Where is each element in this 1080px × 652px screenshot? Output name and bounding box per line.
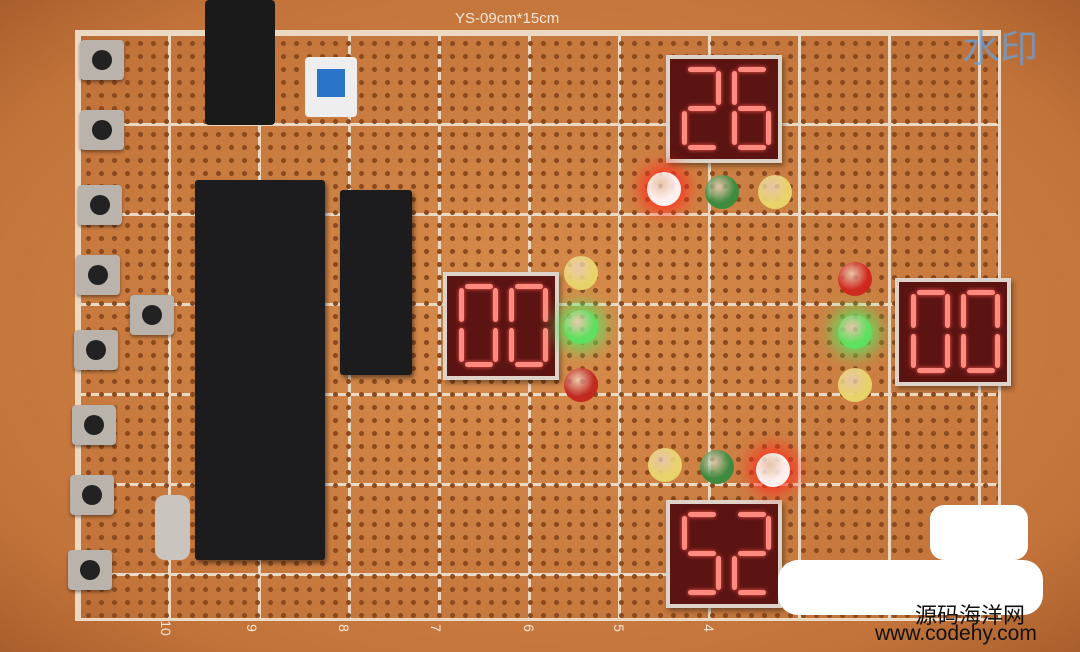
display-segment <box>738 145 766 150</box>
display-segment <box>766 111 771 145</box>
power-switch[interactable] <box>305 57 357 117</box>
display-segment <box>543 328 548 362</box>
display-segment <box>738 590 766 595</box>
display-right <box>895 278 1011 386</box>
column-number: 8 <box>335 624 352 632</box>
display-segment <box>688 145 716 150</box>
push-button[interactable] <box>68 550 112 590</box>
display-segment <box>738 551 766 556</box>
display-segment <box>917 368 945 373</box>
display-segment <box>493 328 498 362</box>
reset-button[interactable] <box>130 295 174 335</box>
led-top <box>758 175 792 209</box>
push-button[interactable] <box>70 475 114 515</box>
display-segment <box>945 294 950 328</box>
led-left <box>564 310 598 344</box>
watermark-corner: 水印 <box>962 29 1039 71</box>
microcontroller-chip <box>195 180 325 560</box>
display-segment <box>738 512 766 517</box>
push-button[interactable] <box>74 330 118 370</box>
power-jack <box>205 0 275 125</box>
display-left <box>443 272 559 380</box>
column-number: 6 <box>520 624 537 632</box>
display-segment <box>961 334 966 368</box>
display-segment <box>967 368 995 373</box>
display-segment <box>465 362 493 367</box>
led-bottom <box>648 448 682 482</box>
display-segment <box>509 328 514 362</box>
display-segment <box>716 71 721 105</box>
display-segment <box>682 111 687 145</box>
display-top <box>666 55 782 163</box>
redaction-patch <box>778 560 1043 615</box>
display-segment <box>911 294 916 328</box>
display-segment <box>459 288 464 322</box>
column-number: 7 <box>427 624 444 632</box>
display-segment <box>732 556 737 590</box>
led-bottom <box>700 450 734 484</box>
led-right <box>838 368 872 402</box>
redaction-patch <box>930 505 1028 560</box>
display-segment <box>682 516 687 550</box>
led-right <box>838 315 872 349</box>
display-segment <box>995 294 1000 328</box>
led-right <box>838 262 872 296</box>
display-segment <box>995 334 1000 368</box>
watermark-site-name: 源码海洋网 <box>915 603 1026 628</box>
display-segment <box>945 334 950 368</box>
display-segment <box>688 106 716 111</box>
watermark-site-url: www.codehy.com <box>875 622 1037 645</box>
display-segment <box>732 71 737 105</box>
push-button[interactable] <box>72 405 116 445</box>
display-segment <box>738 106 766 111</box>
column-number: 9 <box>243 624 260 632</box>
column-number: 4 <box>700 624 717 632</box>
display-segment <box>688 67 716 72</box>
display-segment <box>917 290 945 295</box>
push-button[interactable] <box>76 255 120 295</box>
push-button[interactable] <box>80 110 124 150</box>
column-number: 10 <box>157 620 174 636</box>
display-segment <box>493 288 498 322</box>
column-number: 5 <box>610 624 627 632</box>
display-segment <box>688 512 716 517</box>
display-segment <box>911 334 916 368</box>
display-segment <box>688 551 716 556</box>
push-button[interactable] <box>78 185 122 225</box>
driver-chip <box>340 190 412 375</box>
display-segment <box>738 67 766 72</box>
led-bottom <box>756 453 790 487</box>
display-segment <box>732 111 737 145</box>
display-bottom <box>666 500 782 608</box>
crystal-oscillator <box>155 495 190 560</box>
display-segment <box>961 294 966 328</box>
display-segment <box>543 288 548 322</box>
display-segment <box>515 284 543 289</box>
led-top <box>647 172 681 206</box>
display-segment <box>465 284 493 289</box>
board-label: YS-09cm*15cm <box>455 10 560 27</box>
display-segment <box>515 362 543 367</box>
display-segment <box>716 556 721 590</box>
display-segment <box>688 590 716 595</box>
led-top <box>705 175 739 209</box>
push-button[interactable] <box>80 40 124 80</box>
display-segment <box>459 328 464 362</box>
display-segment <box>509 288 514 322</box>
display-segment <box>766 516 771 550</box>
led-left <box>564 256 598 290</box>
display-segment <box>967 290 995 295</box>
led-left <box>564 368 598 402</box>
